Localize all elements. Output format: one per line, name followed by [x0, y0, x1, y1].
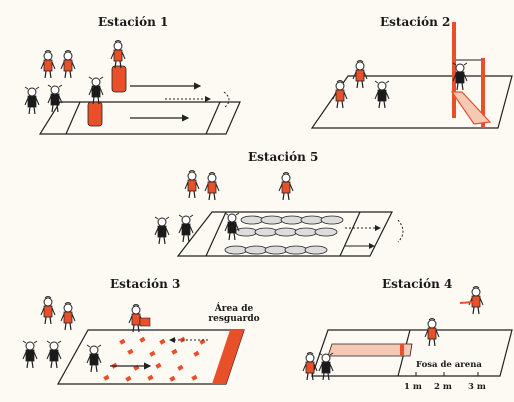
station-2-title: Estación 2	[380, 15, 451, 29]
mark-2m: 2 m	[434, 382, 452, 392]
station-2-diagram	[310, 22, 513, 129]
station-3-title: Estación 3	[110, 277, 181, 291]
station-5-diagram	[154, 169, 404, 257]
station-5-title: Estación 5	[248, 150, 319, 164]
station-4-title: Estación 4	[382, 277, 453, 291]
mark-3m: 3 m	[468, 382, 486, 392]
safety-zone-label-line-1: Área de	[214, 304, 254, 314]
safety-zone-label-line-2: resguardo	[208, 314, 260, 324]
station-1-diagram	[24, 39, 241, 135]
station-1-title: Estación 1	[98, 15, 169, 29]
safety-zone-label: Área de resguardo	[206, 304, 262, 324]
station-4-diagram	[302, 285, 513, 381]
mark-1m: 1 m	[404, 382, 422, 392]
sand-pit-label: Fosa de arena	[416, 360, 482, 370]
station-3-diagram	[22, 295, 245, 385]
